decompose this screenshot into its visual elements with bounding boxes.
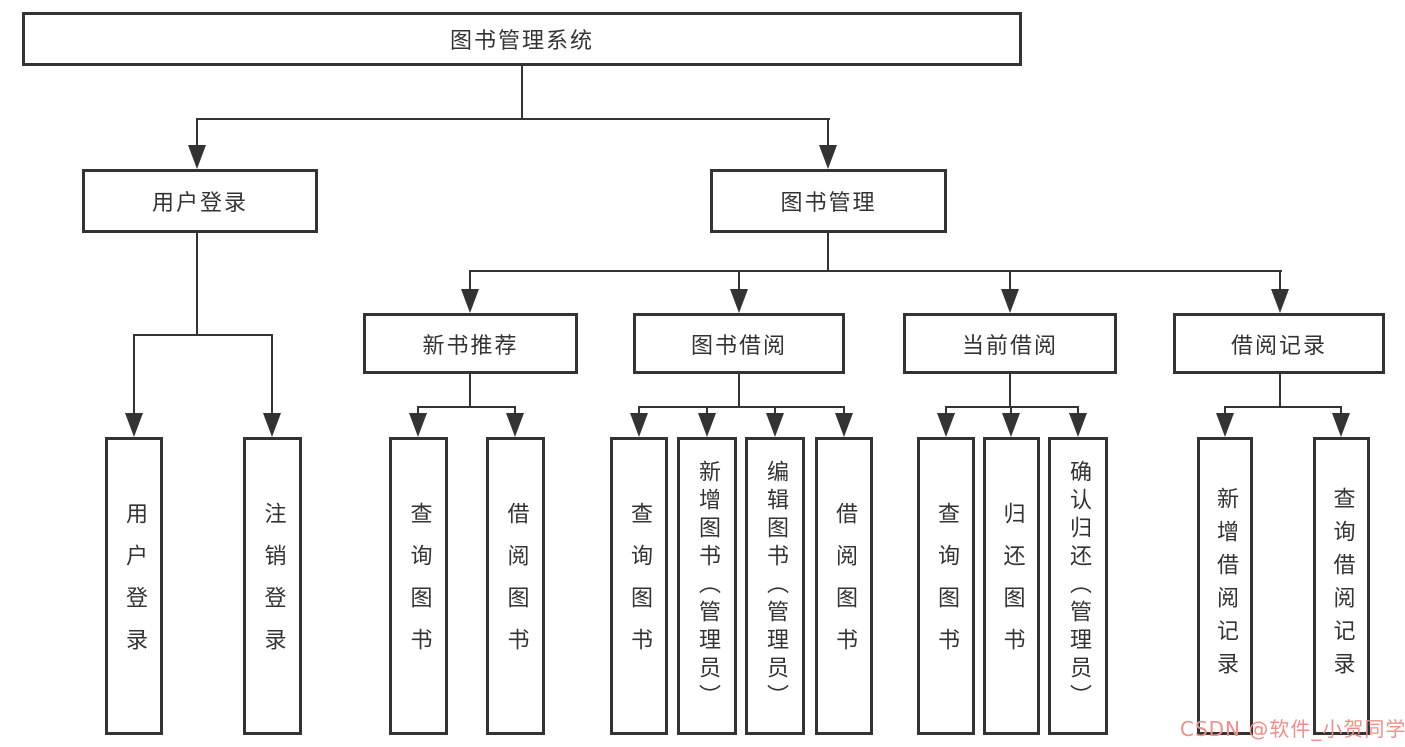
node-book-management: 图书管理 [710, 169, 947, 233]
connector-line [1077, 406, 1079, 415]
connector-line [196, 118, 830, 120]
arrow-down-icon [1271, 289, 1289, 313]
connector-line [738, 270, 740, 291]
arrow-down-icon [835, 413, 853, 437]
leaf-records-add-record: 新增借阅记录 [1197, 437, 1253, 735]
arrow-down-icon [125, 413, 143, 437]
connector-line [514, 406, 516, 415]
leaf-current-confirm-return-admin: 确认归还（管理员） [1048, 437, 1108, 735]
leaf-borrowing-borrow-books: 借阅图书 [815, 437, 873, 735]
node-library-system: 图书管理系统 [22, 12, 1022, 66]
connector-line [638, 406, 640, 415]
arrow-down-icon [730, 289, 748, 313]
leaf-current-return-books: 归还图书 [983, 437, 1040, 735]
connector-line [521, 66, 523, 120]
arrow-down-icon [937, 413, 955, 437]
leaf-borrowing-edit-books-admin: 编辑图书（管理员） [745, 437, 805, 735]
arrow-down-icon [630, 413, 648, 437]
leaf-borrowing-query-books: 查询图书 [610, 437, 668, 735]
connector-line [1340, 406, 1342, 415]
arrow-down-icon [1002, 413, 1020, 437]
connector-line [271, 334, 273, 415]
arrow-down-icon [263, 413, 281, 437]
node-book-borrowing: 图书借阅 [633, 313, 845, 374]
arrow-down-icon [188, 145, 206, 169]
connector-line [1279, 270, 1281, 291]
connector-line [469, 374, 471, 407]
arrow-down-icon [819, 145, 837, 169]
arrow-down-icon [409, 413, 427, 437]
arrow-down-icon [506, 413, 524, 437]
connector-line [1010, 406, 1012, 415]
connector-line [638, 406, 845, 408]
leaf-recommend-query-books: 查询图书 [389, 437, 448, 735]
connector-line [827, 233, 829, 272]
arrow-down-icon [1216, 413, 1234, 437]
connector-line [417, 406, 516, 408]
connector-line [706, 406, 708, 415]
leaf-recommend-borrow-books: 借阅图书 [486, 437, 545, 735]
connector-line [945, 406, 947, 415]
leaf-user-login: 用户登录 [105, 437, 163, 735]
arrow-down-icon [461, 289, 479, 313]
connector-line [774, 406, 776, 415]
connector-line [196, 233, 198, 336]
leaf-current-query-books: 查询图书 [917, 437, 975, 735]
leaf-logout: 注销登录 [243, 437, 302, 735]
arrow-down-icon [698, 413, 716, 437]
connector-line [827, 118, 829, 147]
leaf-records-query-record: 查询借阅记录 [1313, 437, 1370, 735]
connector-line [1224, 406, 1226, 415]
leaf-borrowing-add-books-admin: 新增图书（管理员） [677, 437, 737, 735]
connector-line [1009, 374, 1011, 407]
arrow-down-icon [1069, 413, 1087, 437]
connector-line [1009, 270, 1011, 291]
connector-line [133, 334, 273, 336]
node-borrowing-records: 借阅记录 [1173, 313, 1385, 374]
node-new-book-recommend: 新书推荐 [363, 313, 578, 374]
connector-line [417, 406, 419, 415]
node-current-borrowing: 当前借阅 [903, 313, 1117, 374]
connector-line [469, 270, 471, 291]
connector-line [738, 374, 740, 407]
connector-line [945, 406, 1079, 408]
arrow-down-icon [766, 413, 784, 437]
connector-line [133, 334, 135, 415]
arrow-down-icon [1001, 289, 1019, 313]
connector-line [469, 270, 1282, 272]
connector-line [1279, 374, 1281, 407]
connector-line [843, 406, 845, 415]
watermark: CSDN @软件_小贺同学 [1180, 717, 1405, 741]
node-user-login: 用户登录 [82, 169, 318, 233]
arrow-down-icon [1332, 413, 1350, 437]
connector-line [196, 118, 198, 147]
connector-line [1224, 406, 1342, 408]
